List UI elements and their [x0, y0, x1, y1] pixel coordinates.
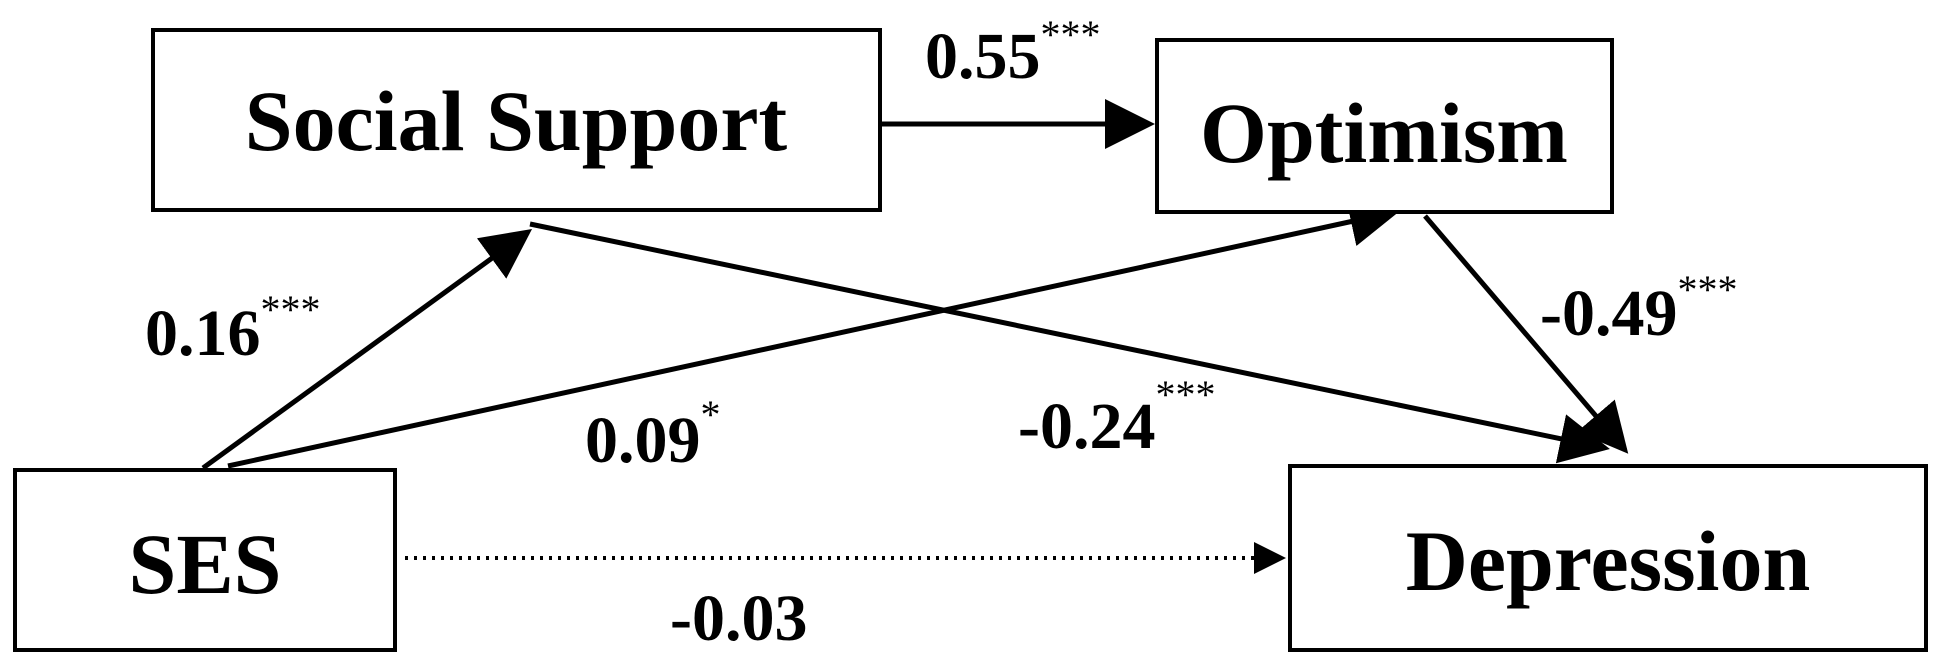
coef-optimism-to-depression: -0.49***: [1540, 267, 1737, 350]
coef-value: 0.16: [145, 297, 261, 370]
coef-ses-to-depression: -0.03: [670, 582, 807, 655]
path-ses-to-optimism: [227, 197, 1400, 469]
node-label-depression: Depression: [1406, 513, 1811, 609]
coef-significance: ***: [1155, 372, 1215, 417]
coef-ses-to-support: 0.16***: [145, 287, 321, 370]
path-optimism-to-depression: [1423, 214, 1629, 454]
node-label-social-support: Social Support: [245, 73, 788, 169]
node-label-ses: SES: [128, 516, 281, 612]
coef-support-to-depression: -0.24***: [1018, 372, 1215, 463]
coef-ses-to-optimism: 0.09*: [585, 392, 721, 477]
coef-value: -0.03: [670, 582, 807, 655]
coef-significance: ***: [261, 287, 321, 332]
node-depression: Depression: [1288, 464, 1928, 652]
node-label-optimism: Optimism: [1200, 85, 1568, 181]
coef-value: -0.24: [1018, 390, 1155, 463]
path-support-to-depression: [529, 221, 1610, 464]
node-optimism: Optimism: [1155, 38, 1614, 214]
node-ses: SES: [13, 468, 397, 652]
coef-value: -0.49: [1540, 277, 1677, 350]
coef-significance: *: [701, 392, 721, 437]
node-social-support: Social Support: [151, 28, 882, 212]
coef-support-to-optimism: 0.55***: [925, 12, 1101, 93]
path-ses-to-support: [201, 229, 533, 471]
coef-value: 0.09: [585, 404, 701, 477]
coef-value: 0.55: [925, 20, 1041, 93]
coef-significance: ***: [1677, 267, 1737, 312]
coef-significance: ***: [1041, 12, 1101, 57]
